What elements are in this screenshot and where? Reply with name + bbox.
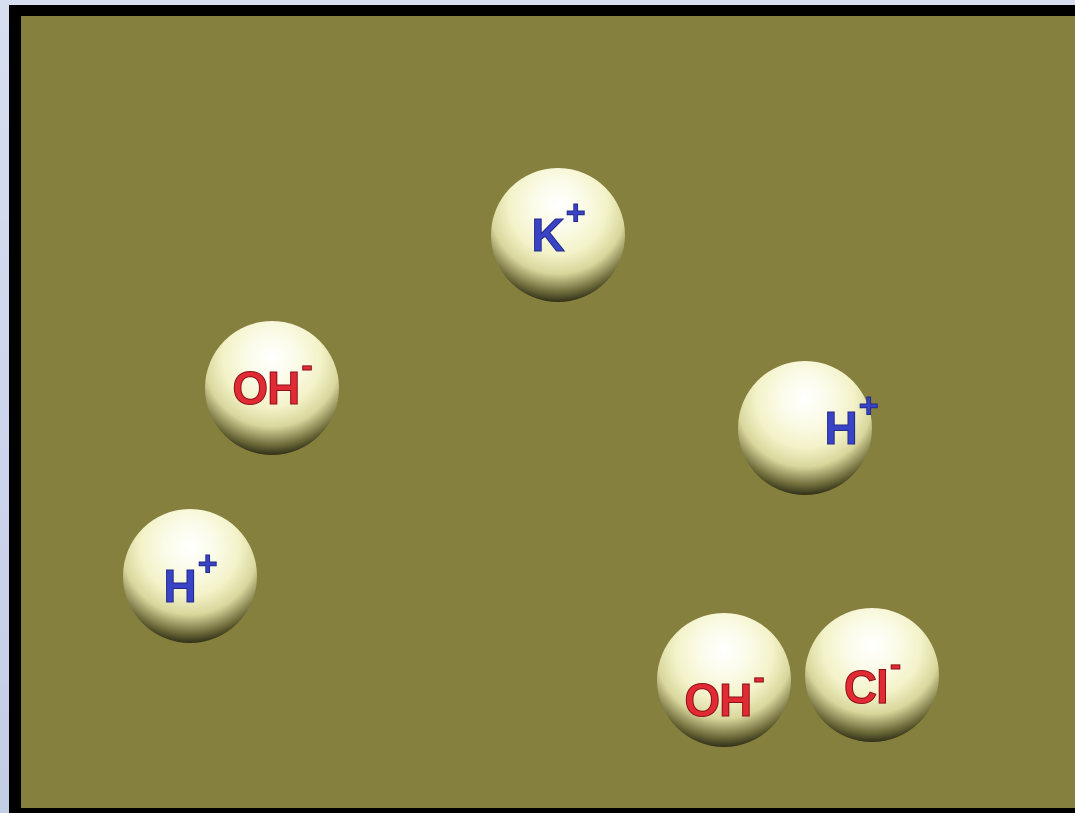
ion-h-plus-1: H+: [738, 361, 879, 495]
ion-oh-minus-1: OH-: [205, 321, 339, 455]
ion-label: OH-: [205, 321, 351, 455]
ion-label: OH-: [657, 613, 791, 767]
scene-border: K+ OH- H+ H+ OH-: [9, 5, 1075, 813]
ion-symbol: OH: [232, 362, 301, 415]
ion-h-plus-2: H+: [123, 509, 257, 643]
ion-label: K+: [491, 168, 625, 316]
solution-field: K+ OH- H+ H+ OH-: [21, 16, 1075, 808]
ion-cl-minus: Cl-: [805, 608, 939, 742]
ion-symbol: Cl: [843, 661, 889, 714]
ion-charge: -: [753, 658, 765, 697]
ion-symbol: H: [163, 560, 197, 613]
ion-oh-minus-2: OH-: [657, 613, 791, 747]
ion-charge: -: [301, 346, 313, 385]
ion-k-plus: K+: [491, 168, 625, 302]
ion-symbol: K: [531, 209, 565, 262]
ion-charge: -: [889, 645, 901, 684]
ion-label: H+: [123, 509, 257, 653]
ion-symbol: H: [824, 402, 858, 455]
ion-charge: +: [565, 193, 586, 232]
ion-label: Cl-: [805, 608, 943, 754]
ion-label: H+: [738, 361, 918, 495]
ion-symbol: OH: [684, 674, 753, 727]
ion-charge: +: [197, 544, 218, 583]
ion-charge: +: [858, 386, 879, 425]
